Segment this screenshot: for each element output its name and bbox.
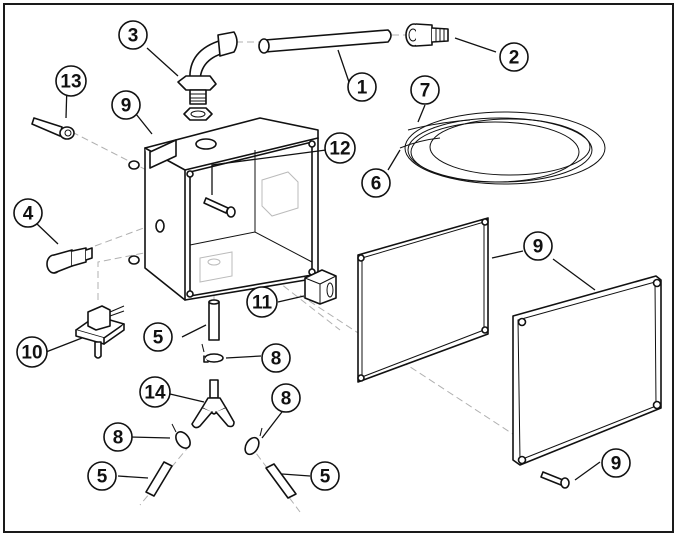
callout-label: 9: [533, 237, 544, 258]
callout: 6: [361, 168, 391, 198]
callout: 13: [55, 65, 87, 97]
callout: 4: [13, 198, 43, 228]
callout-label: 8: [113, 428, 124, 449]
tube-segment-part: [265, 463, 297, 499]
coiled-tubing-part: [399, 111, 606, 185]
callout-label: 8: [281, 389, 292, 410]
callout: 2: [499, 42, 529, 72]
callout-label: 6: [371, 174, 382, 195]
mounting-screw-part: [203, 197, 236, 218]
callout-label: 9: [611, 454, 622, 475]
callout-label: 1: [357, 78, 368, 99]
callout-label: 7: [420, 81, 431, 102]
hose-clamp-part: [171, 423, 191, 449]
callout-label: 8: [271, 349, 282, 370]
tube-segment-part: [145, 461, 173, 497]
enclosure-box-part: [128, 117, 319, 301]
callout-label: 4: [23, 204, 34, 225]
callout: 1: [347, 72, 377, 102]
pump-motor-part: [304, 269, 337, 305]
anchor-pin-part: [31, 117, 75, 140]
callout-label: 3: [128, 26, 139, 47]
callout-label: 5: [97, 467, 108, 488]
hose-clamp-part: [244, 427, 263, 456]
callout: 5: [87, 461, 117, 491]
callout: 5: [143, 322, 173, 352]
plug-part: [46, 247, 93, 274]
callout: 9: [111, 90, 141, 120]
cover-part: [512, 275, 662, 466]
callout-label: 14: [144, 383, 166, 404]
callout: 11: [246, 286, 278, 318]
callout-label: 5: [153, 328, 164, 349]
tube-part: [258, 29, 392, 54]
gasket-part: [357, 217, 489, 383]
callout: 14: [139, 376, 171, 408]
callout: 5: [310, 461, 340, 491]
callout: 7: [410, 75, 440, 105]
callout: 8: [271, 383, 301, 413]
callout-label: 12: [329, 139, 350, 160]
callout: 9: [601, 448, 631, 478]
callout-label: 9: [121, 96, 132, 117]
callout-label: 10: [21, 343, 42, 364]
tube-segment-part: [208, 299, 220, 341]
callout-label: 11: [252, 293, 273, 314]
callout: 8: [103, 422, 133, 452]
callout: 3: [118, 20, 148, 50]
elbow-fitting-part: [177, 31, 238, 121]
hose-clamp-part: [201, 343, 224, 363]
cover-screw-part: [540, 471, 570, 489]
callout-label: 13: [60, 72, 81, 93]
switch-module-part: [75, 305, 125, 359]
callout-label: 5: [320, 467, 331, 488]
callout: 8: [261, 343, 291, 373]
callout: 9: [523, 231, 553, 261]
callout: 12: [324, 132, 356, 164]
callout-label: 2: [509, 48, 520, 69]
y-connector-part: [191, 379, 235, 429]
threaded-fitting-part: [405, 23, 449, 47]
callout: 10: [16, 336, 48, 368]
